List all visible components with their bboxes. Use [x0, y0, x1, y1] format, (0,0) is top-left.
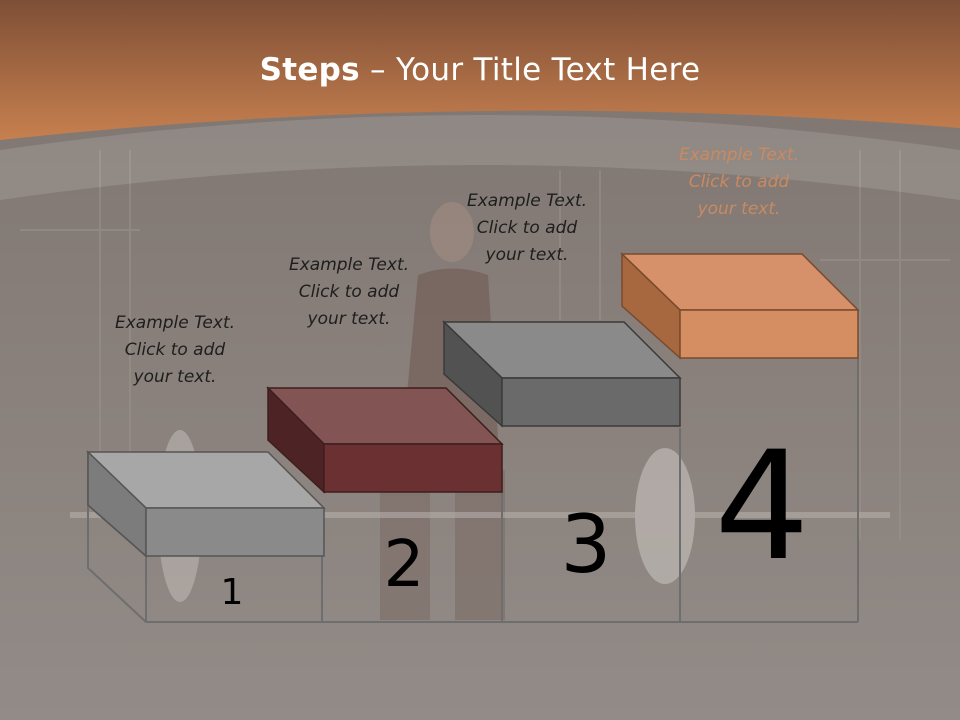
- step-block-2-front: [323, 443, 503, 493]
- step-block-3[interactable]: [442, 320, 682, 428]
- step-text-1-line-1: Example Text.: [114, 313, 236, 333]
- step-block-4-front: [679, 309, 859, 359]
- gym-rack-decoration: [20, 150, 950, 540]
- step-block-2[interactable]: [266, 386, 504, 494]
- header-band: [0, 0, 960, 140]
- step-text-2-line-2: Click to add: [298, 282, 400, 302]
- header-glow-band: [0, 115, 960, 200]
- step-block-4[interactable]: [620, 252, 860, 360]
- step-number-1: 1: [221, 572, 244, 613]
- step-number-3: 3: [561, 498, 612, 591]
- step-block-1-front: [145, 507, 325, 557]
- step-text-2-line-1: Example Text.: [288, 255, 410, 275]
- step-text-4-line-1: Example Text.: [678, 145, 800, 165]
- step-number-4: 4: [714, 420, 809, 594]
- step-text-2[interactable]: Example Text. Click to add your text.: [254, 252, 444, 333]
- step-text-2-line-3: your text.: [307, 309, 391, 329]
- step-text-1-line-2: Click to add: [124, 340, 226, 360]
- step-block-1[interactable]: [86, 450, 326, 558]
- step-text-4[interactable]: Example Text. Click to add your text.: [644, 142, 834, 223]
- step-text-4-line-3: your text.: [697, 199, 781, 219]
- step-text-4-line-2: Click to add: [688, 172, 790, 192]
- title-bold-part: Steps: [259, 52, 360, 88]
- step-block-3-front: [501, 377, 681, 427]
- step-text-3-line-2: Click to add: [476, 218, 578, 238]
- step-text-3-line-3: your text.: [485, 245, 569, 265]
- step-number-2: 2: [384, 528, 425, 602]
- step-text-3[interactable]: Example Text. Click to add your text.: [432, 188, 622, 269]
- title-rest-part: – Your Title Text Here: [359, 52, 701, 88]
- step-text-1-line-3: your text.: [133, 367, 217, 387]
- step-text-3-line-1: Example Text.: [466, 191, 588, 211]
- slide-title[interactable]: Steps – Your Title Text Here: [0, 52, 960, 88]
- step-text-1[interactable]: Example Text. Click to add your text.: [80, 310, 270, 391]
